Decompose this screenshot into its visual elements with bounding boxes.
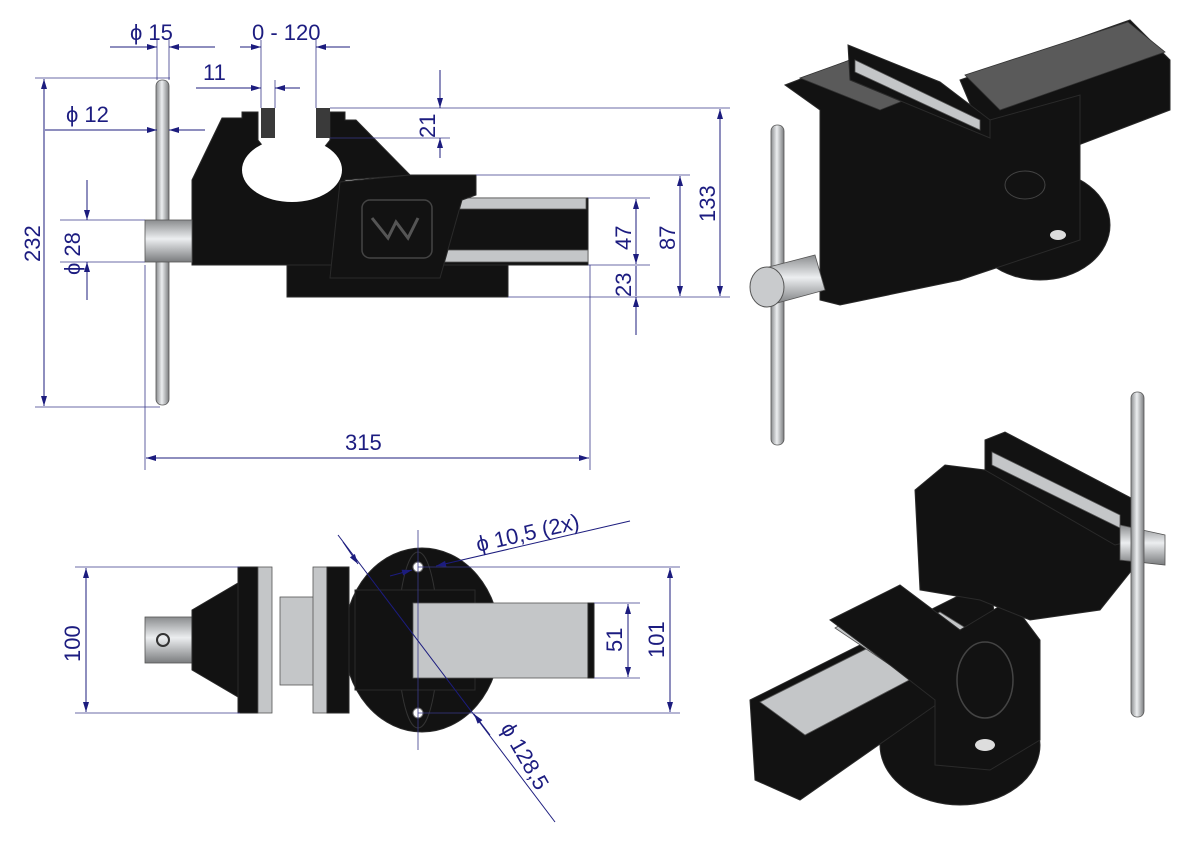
logo-icon bbox=[370, 217, 420, 241]
dim-body-height: 87 bbox=[655, 226, 680, 250]
iso1-spindle-end bbox=[749, 266, 785, 308]
moving-jaw-insert bbox=[312, 566, 328, 714]
dim-rail-width: 51 bbox=[602, 628, 627, 652]
dim-spindle-diameter: ϕ 28 bbox=[60, 232, 85, 275]
dim-jaw-width: 100 bbox=[60, 625, 85, 662]
fixed-jaw-insert bbox=[257, 566, 273, 714]
dim-base-height: 23 bbox=[611, 273, 636, 297]
iso2-logo-plate bbox=[956, 641, 1014, 719]
iso2-handle-rod bbox=[1130, 391, 1145, 718]
dim-total-height: 133 bbox=[695, 185, 720, 222]
dim-handle-diameter: ϕ 12 bbox=[66, 102, 109, 127]
logo-plate bbox=[361, 199, 433, 259]
handle-hole bbox=[156, 633, 170, 647]
dim-jaw-opening: 0 - 120 bbox=[252, 20, 321, 45]
dim-jaw-height: 21 bbox=[415, 114, 440, 138]
jaw-insert-right bbox=[316, 108, 330, 138]
iso1-jaw-insert-face bbox=[854, 59, 981, 131]
leader-hole-diameter-b bbox=[389, 569, 413, 577]
dim-overall-height: 232 bbox=[20, 225, 45, 262]
fixed-jaw-wedge bbox=[191, 582, 239, 698]
jaw-insert-left bbox=[261, 108, 275, 138]
side-view: 315 232 ϕ 15 0 - 120 11 ϕ 12 ϕ 28 21 47 … bbox=[20, 20, 730, 470]
leader-base-diameter bbox=[337, 534, 556, 823]
top-view: 100 51 101 ϕ 10,5 (2x) ϕ 128,5 bbox=[60, 509, 680, 823]
dim-hole-spacing: 101 bbox=[644, 621, 669, 658]
isometric-view-front bbox=[749, 391, 1166, 806]
iso1-rail-top bbox=[964, 21, 1166, 111]
dim-hole-diameter: ϕ 10,5 (2x) bbox=[474, 509, 582, 557]
rail-end bbox=[587, 602, 595, 679]
iso1-logo bbox=[1004, 170, 1046, 200]
leader-base-diameter-arrow2 bbox=[473, 713, 491, 736]
iso2-mount-hole bbox=[975, 739, 995, 751]
dim-overall-length: 315 bbox=[345, 430, 382, 455]
slide bbox=[279, 596, 317, 686]
leader-base-diameter-arrow1 bbox=[342, 541, 359, 565]
dim-rail-height: 47 bbox=[611, 226, 636, 250]
jaw-throat-hole bbox=[242, 138, 342, 202]
dim-rod-diameter: ϕ 15 bbox=[130, 20, 173, 45]
dim-jaw-insert: 11 bbox=[203, 60, 226, 85]
isometric-view-rear bbox=[749, 19, 1171, 446]
leader-hole-diameter bbox=[435, 520, 631, 567]
spindle-collar bbox=[144, 219, 193, 263]
fixed-jaw-plate bbox=[237, 566, 259, 714]
iso1-mount-hole bbox=[1050, 230, 1066, 240]
iso2-moving-jaw bbox=[829, 584, 1041, 771]
top-rail bbox=[412, 602, 590, 679]
moving-jaw-plate bbox=[326, 566, 350, 714]
